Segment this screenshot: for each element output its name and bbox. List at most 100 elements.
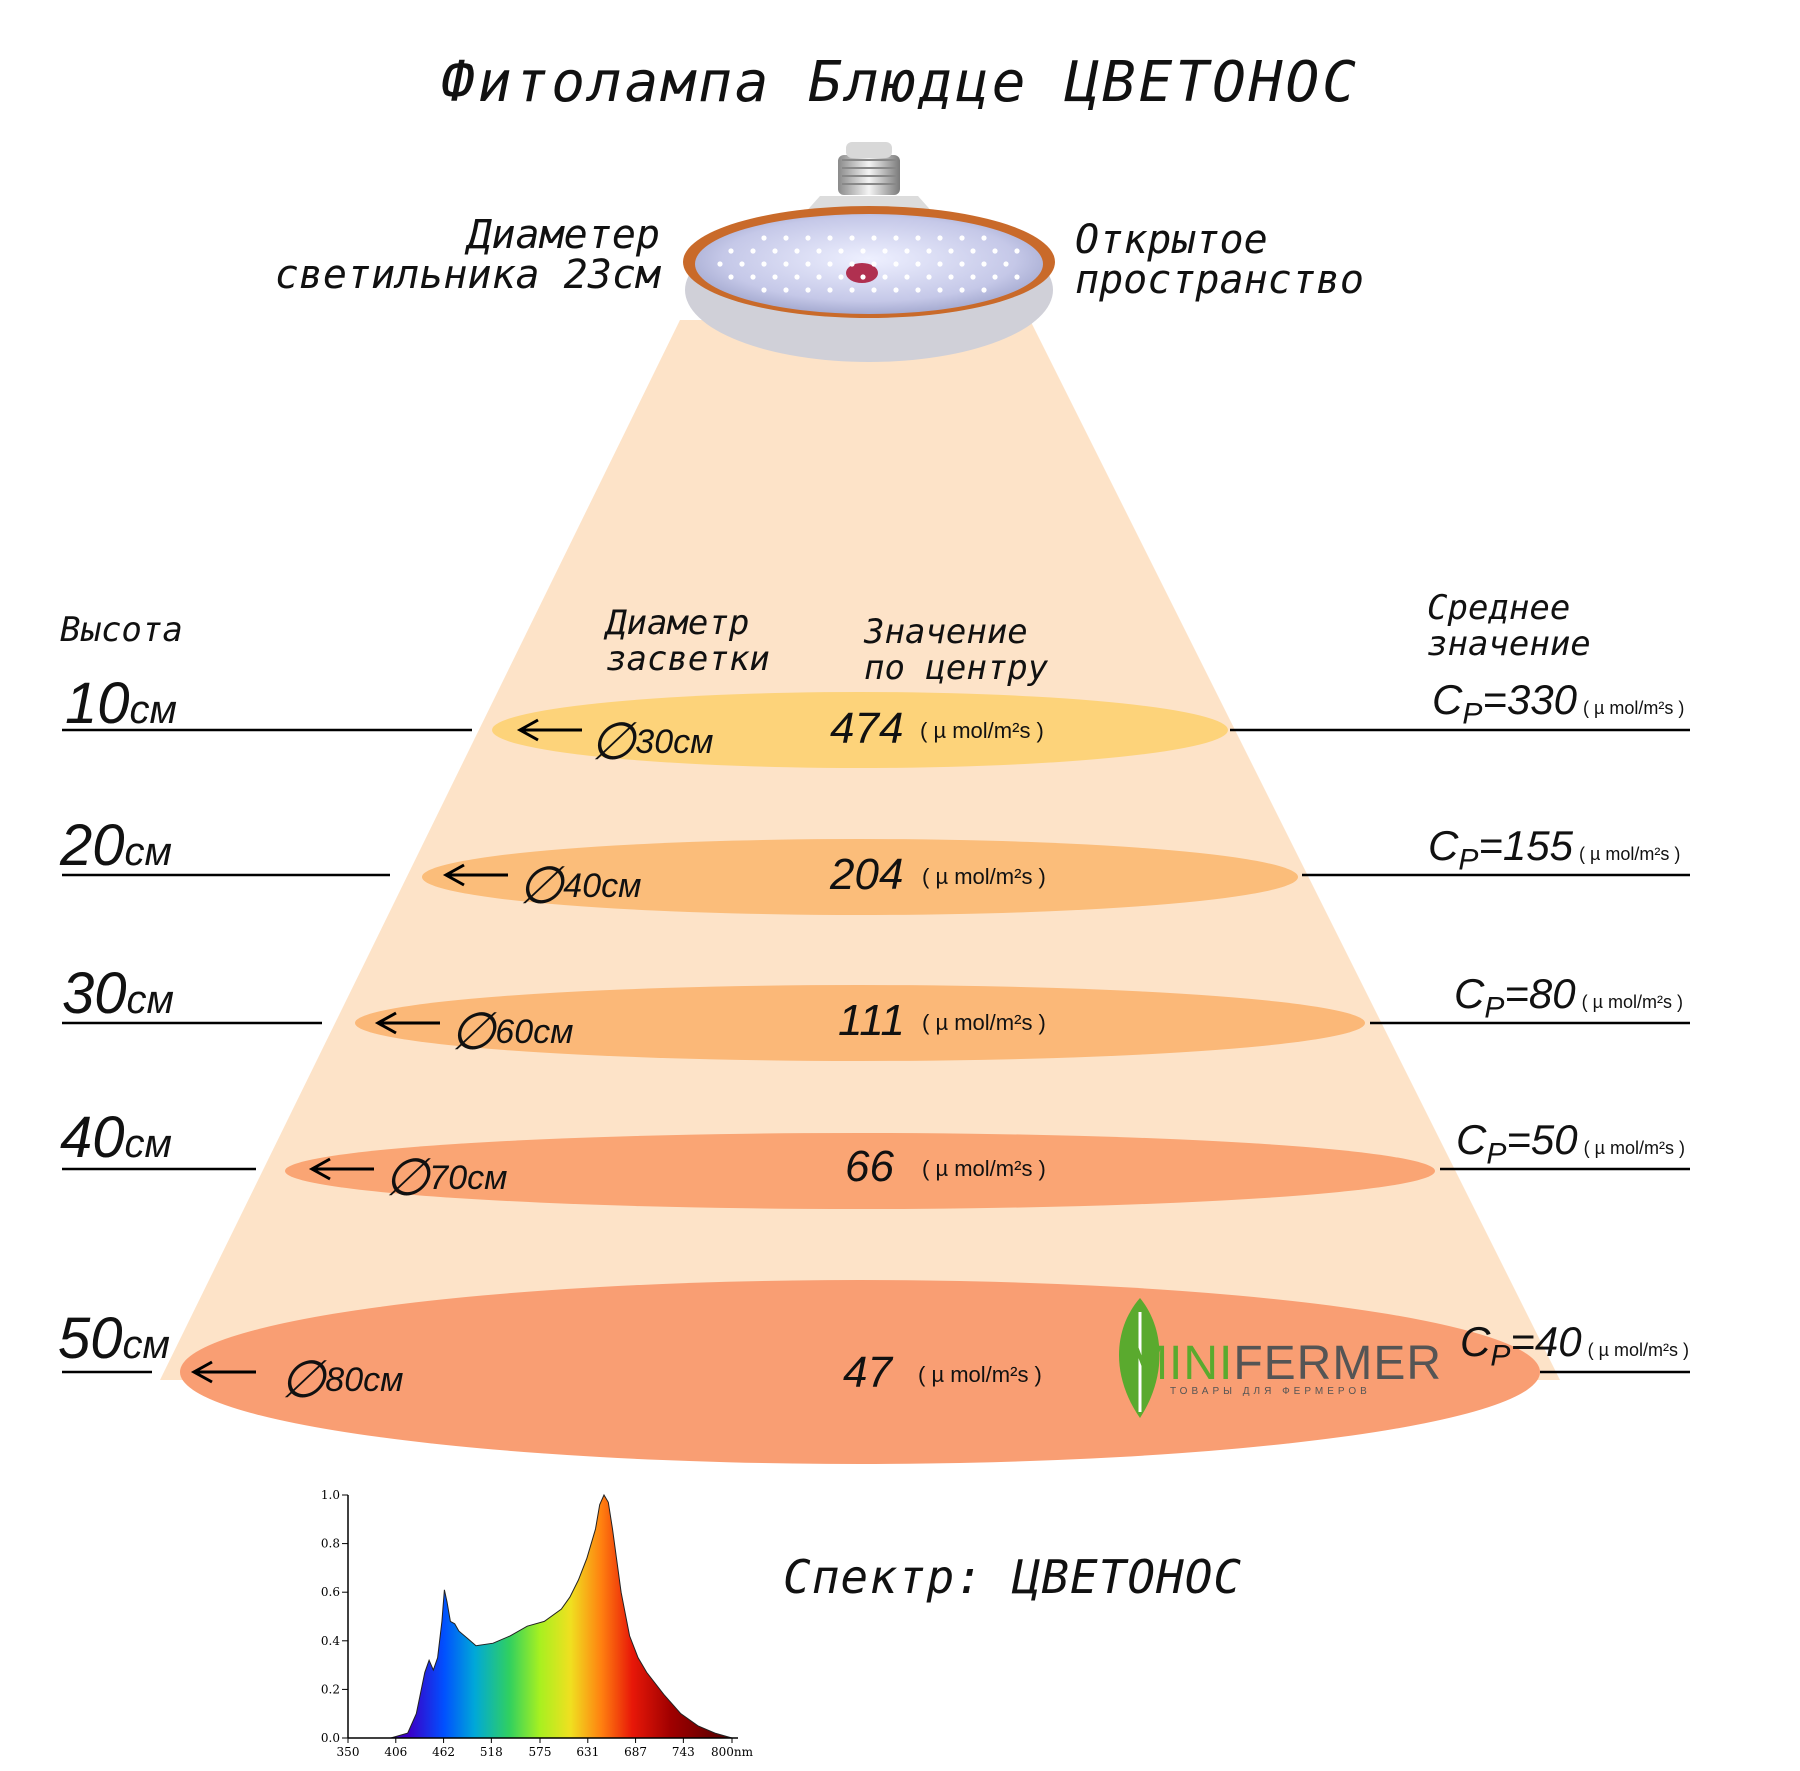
led-dot (937, 235, 943, 241)
center-unit: ( µ mol/m²s ) (920, 718, 1044, 743)
arrow-head (442, 863, 465, 887)
led-dot (805, 235, 811, 241)
lamp-diameter-line1: Диаметер (467, 212, 660, 258)
led-dot (816, 274, 822, 280)
led-dot (1014, 274, 1020, 280)
average-value: CP=50( µ mol/m²s ) (1456, 1116, 1685, 1171)
spectrum-caption: Спектр: ЦВЕТОНОС (783, 1550, 1243, 1604)
led-dot (728, 274, 734, 280)
average-value: CP=80( µ mol/m²s ) (1454, 970, 1683, 1025)
header-center-line2: по центру (864, 648, 1049, 688)
led-dot (849, 287, 855, 293)
led-dot (970, 248, 976, 254)
spot-diameter: ∅70см (384, 1149, 508, 1207)
led-dot (915, 287, 921, 293)
led-dot (992, 248, 998, 254)
height-value: 10см (65, 671, 177, 736)
spot-diameter: ∅60см (450, 1003, 574, 1061)
spot-diameter: ∅30см (590, 713, 714, 771)
diameter-icon: ∅ (450, 1003, 496, 1061)
led-dot (959, 261, 965, 267)
diameter-icon: ∅ (518, 857, 564, 915)
led-dot (937, 261, 943, 267)
led-dot (739, 261, 745, 267)
diameter-icon: ∅ (384, 1149, 430, 1207)
led-dot (838, 274, 844, 280)
logo-fermer: FERMER (1233, 1337, 1442, 1390)
led-dot (761, 235, 767, 241)
header-diameter-line2: засветки (606, 639, 770, 679)
led-dot (827, 287, 833, 293)
led-dot (805, 261, 811, 267)
led-dot (893, 235, 899, 241)
spectrum-line (348, 1493, 733, 1739)
lamp-image (683, 142, 1055, 362)
header-diameter-line1: Диаметр (606, 603, 750, 643)
header-average-line1: Среднее (1427, 588, 1571, 628)
levels-layer (62, 692, 1690, 1464)
y-ticks: 1.00.80.60.40.20.0 (321, 1488, 348, 1745)
led-dot (860, 248, 866, 254)
lamp-diameter-line2: светильника 23см (274, 252, 660, 298)
header-center-line1: Значение (864, 612, 1028, 652)
lamp-diameter-label: Диаметер светильника 23см (250, 215, 660, 295)
average-value: CP=155( µ mol/m²s ) (1428, 822, 1681, 877)
led-dot (794, 274, 800, 280)
led-dot (970, 274, 976, 280)
x-tick-label: 687 (624, 1745, 647, 1759)
header-center: Значение по центру (864, 614, 1048, 686)
center-value: 204 (830, 850, 904, 899)
led-dot (728, 248, 734, 254)
logo-mini: MINI (1128, 1337, 1234, 1390)
led-dot (772, 248, 778, 254)
led-dot (959, 235, 965, 241)
open-space-line1: Открытое (1075, 217, 1268, 263)
led-dot (1003, 261, 1009, 267)
height-value: 30см (62, 961, 174, 1026)
open-space-line2: пространство (1075, 257, 1364, 303)
led-dot (783, 235, 789, 241)
led-dot (981, 287, 987, 293)
spectrum-area (348, 1495, 732, 1738)
spot-diameter: ∅80см (280, 1351, 404, 1409)
average-value: CP=40( µ mol/m²s ) (1460, 1318, 1689, 1373)
y-tick-label: 1.0 (321, 1488, 340, 1502)
led-dot (761, 287, 767, 293)
illumination-spot (422, 839, 1298, 915)
led-dots (717, 235, 1020, 293)
spot-diameter: ∅40см (518, 857, 642, 915)
x-tick-label: 575 (529, 1745, 552, 1759)
arrow-head (516, 718, 539, 742)
average-value: CP=330( µ mol/m²s ) (1432, 676, 1685, 731)
led-dot (1014, 248, 1020, 254)
led-dot (750, 274, 756, 280)
illumination-spot (355, 985, 1365, 1061)
led-dot (981, 235, 987, 241)
center-unit: ( µ mol/m²s ) (922, 1010, 1046, 1035)
led-dot (827, 235, 833, 241)
illumination-spot (180, 1280, 1540, 1464)
led-dot (915, 235, 921, 241)
center-unit: ( µ mol/m²s ) (922, 1156, 1046, 1181)
led-dot (871, 261, 877, 267)
led-dot (827, 261, 833, 267)
header-height: Высота (60, 610, 183, 650)
arrow-head (374, 1011, 397, 1035)
y-tick-label: 0.0 (321, 1731, 340, 1745)
x-tick-label: 631 (576, 1745, 599, 1759)
led-dot (915, 261, 921, 267)
led-dot (904, 248, 910, 254)
center-value: 474 (830, 704, 904, 753)
logo-tagline: ТОВАРЫ ДЛЯ ФЕРМЕРОВ (1170, 1386, 1371, 1397)
diameter-icon: ∅ (280, 1351, 326, 1409)
led-dot (871, 287, 877, 293)
arrow-head (190, 1360, 213, 1384)
center-value: 111 (838, 996, 905, 1045)
height-value: 20см (60, 813, 172, 878)
y-tick-label: 0.6 (321, 1585, 340, 1599)
header-diameter: Диаметр засветки (606, 605, 770, 677)
minifermer-logo (1119, 1298, 1160, 1418)
led-dot (860, 274, 866, 280)
